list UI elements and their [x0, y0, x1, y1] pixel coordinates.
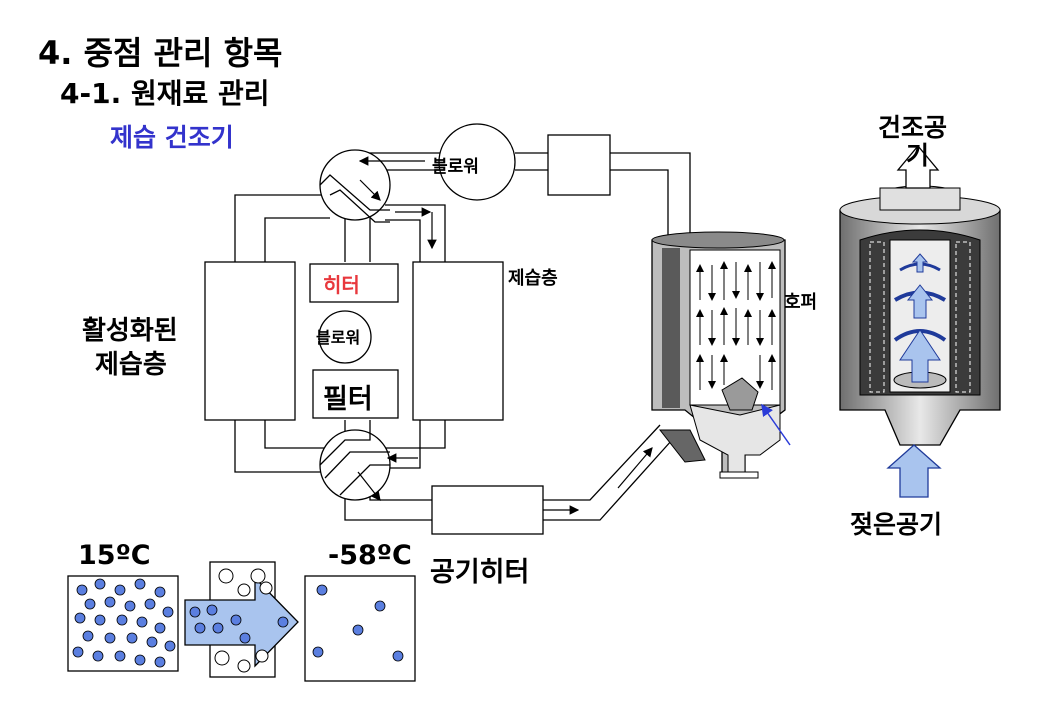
filter-label: 필터 [323, 384, 373, 415]
drying-column [839, 144, 1001, 446]
top-blower-label: 블로워 [432, 157, 479, 177]
hopper [651, 231, 791, 479]
activated-desiccant-bed [204, 261, 296, 421]
page-subtitle: 4-1. 원재료 관리 [60, 77, 270, 110]
heater-box [309, 263, 399, 303]
dry-air-label-2: 기 [906, 141, 930, 170]
moisture-illustration [67, 561, 416, 682]
hopper-label: 호퍼 [784, 292, 818, 313]
heater-label: 히터 [323, 273, 360, 297]
page-title: 4. 중점 관리 항목 [38, 34, 283, 72]
mid-blower-circle [318, 310, 372, 364]
air-heater-label: 공기히터 [430, 557, 530, 588]
duct-system [234, 152, 691, 521]
top-duct-box [547, 134, 611, 196]
desiccant-bed [412, 261, 504, 421]
mid-blower-label: 블로워 [316, 328, 361, 347]
desiccant-bed-label: 제습층 [508, 268, 558, 289]
inlet-temperature: 15ºC [78, 540, 151, 571]
dry-air-label-1: 건조공 [878, 113, 948, 142]
top-blower-circle [438, 123, 516, 201]
activated-bed-label-2: 제습층 [95, 350, 167, 380]
outlet-temperature: -58ºC [328, 540, 412, 571]
activated-bed-label-1: 활성화된 [82, 316, 178, 346]
air-heater-box [431, 485, 544, 535]
filter-box [312, 369, 399, 419]
wet-air-label: 젖은공기 [850, 510, 943, 539]
wet-air-arrow [886, 444, 942, 498]
section-heading: 제습 건조기 [110, 123, 234, 152]
